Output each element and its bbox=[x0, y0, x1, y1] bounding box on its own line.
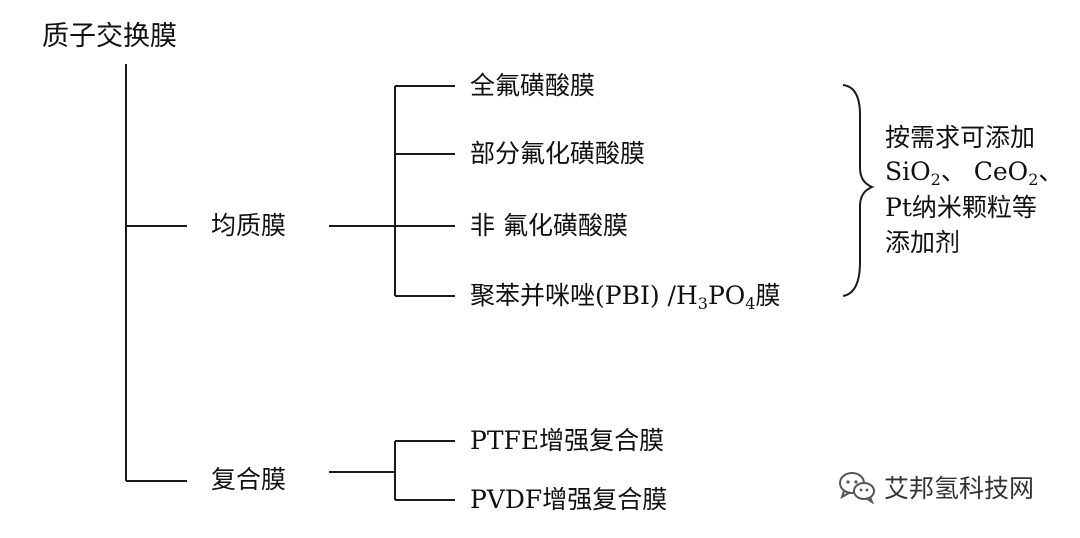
branch-label-composite: 复合膜 bbox=[211, 465, 287, 494]
note-line-1: 按需求可添加 bbox=[885, 123, 1036, 152]
note-line-2: SiO2、 CeO2、 bbox=[885, 157, 1064, 189]
wechat-icon bbox=[839, 472, 875, 504]
leaf-perfluorosulfonic: 全氟磺酸膜 bbox=[470, 71, 596, 100]
watermark: 艾邦氢科技网 bbox=[838, 469, 1034, 505]
note-line-4: 添加剂 bbox=[885, 228, 961, 257]
leaf-non-fluorinated: 非 氟化磺酸膜 bbox=[470, 211, 628, 240]
note-line-3: Pt纳米颗粒等 bbox=[885, 193, 1037, 222]
right-curly-brace bbox=[842, 84, 875, 297]
root-label: 质子交换膜 bbox=[42, 21, 177, 52]
leaf-pvdf-composite: PVDF增强复合膜 bbox=[470, 485, 668, 514]
watermark-text: 艾邦氢科技网 bbox=[884, 474, 1035, 503]
leaf-ptfe-composite: PTFE增强复合膜 bbox=[470, 426, 665, 455]
leaf-partially-fluorinated: 部分氟化磺酸膜 bbox=[470, 139, 646, 168]
leaf-pbi-h3po4: 聚苯并咪唑(PBI) /H3PO4膜 bbox=[470, 281, 781, 313]
branch-label-homogeneous: 均质膜 bbox=[211, 211, 287, 240]
